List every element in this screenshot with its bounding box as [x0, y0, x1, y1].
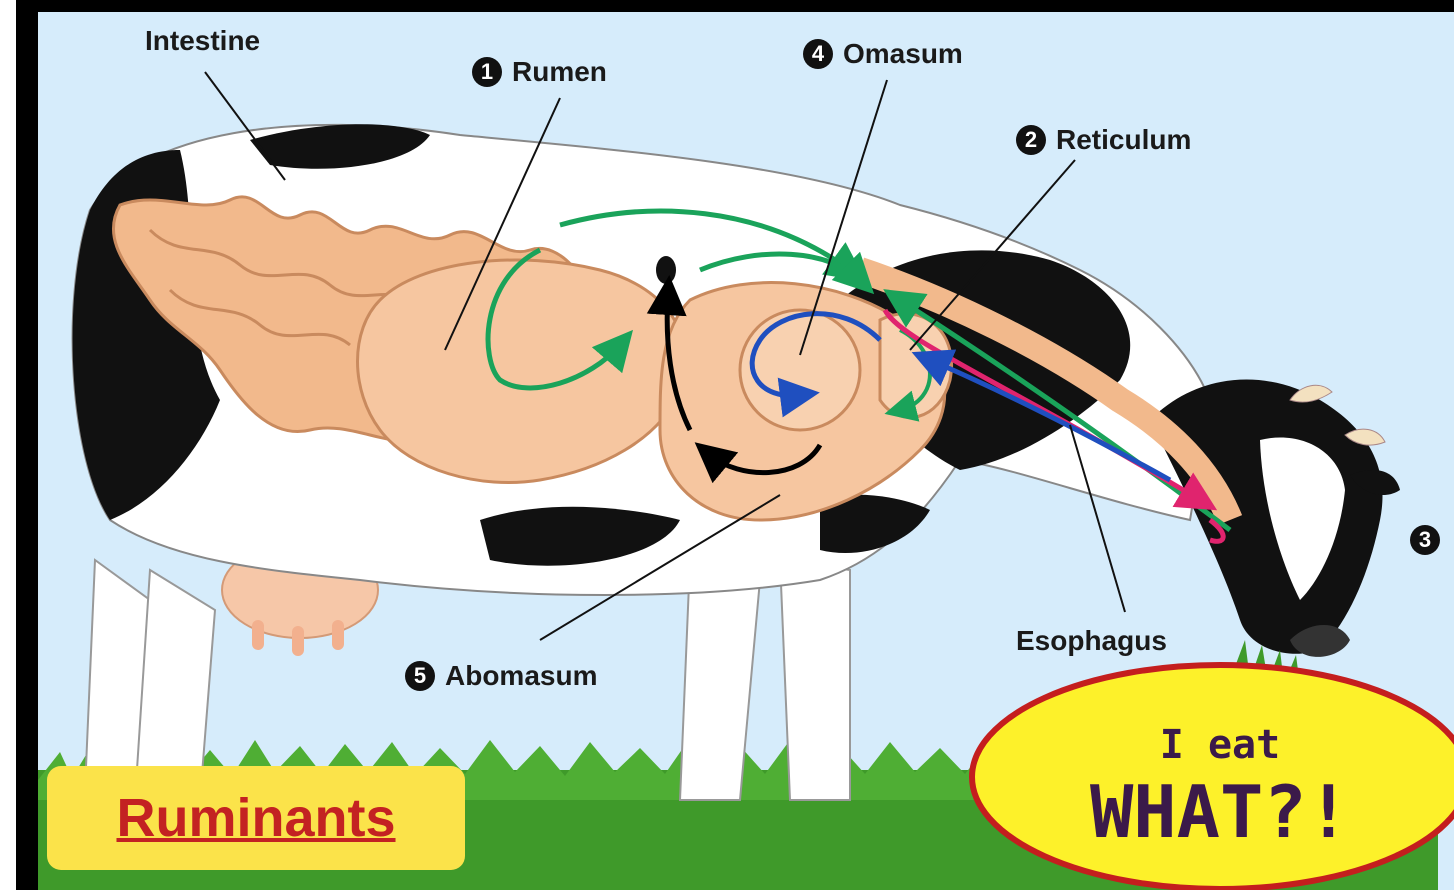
side-number: 3	[1410, 525, 1440, 555]
title-text: Ruminants	[116, 787, 395, 849]
bubble-line-1: I eat	[1060, 722, 1380, 768]
label-omasum: 4 Omasum	[803, 38, 963, 71]
label-intestine: Intestine	[145, 25, 260, 57]
rumen-text: Rumen	[512, 56, 607, 87]
label-abomasum: 5 Abomasum	[405, 660, 597, 693]
abomasum-text: Abomasum	[445, 660, 597, 691]
bubble-line-2: WHAT?!	[1060, 770, 1380, 854]
label-esophagus: Esophagus	[1016, 625, 1167, 657]
omasum-number: 4	[803, 39, 833, 69]
label-reticulum: 2 Reticulum	[1016, 124, 1191, 157]
reticulum-text: Reticulum	[1056, 124, 1191, 155]
omasum-text: Omasum	[843, 38, 963, 69]
title-box: Ruminants	[47, 766, 465, 870]
reticulum-number: 2	[1016, 125, 1046, 155]
label-rumen: 1 Rumen	[472, 56, 607, 89]
label-number-3: 3	[1410, 524, 1450, 557]
rumen-number: 1	[472, 57, 502, 87]
abomasum-number: 5	[405, 661, 435, 691]
